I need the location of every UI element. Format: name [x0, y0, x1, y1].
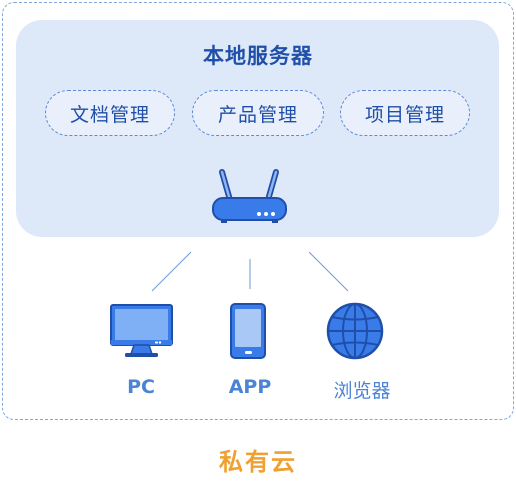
globe-icon — [326, 302, 384, 360]
server-title: 本地服务器 — [203, 44, 313, 68]
connector-line-pc — [151, 251, 192, 292]
module-project-management: 项目管理 — [340, 90, 470, 136]
device-label-pc: PC — [127, 376, 155, 398]
private-cloud-title: 私有云 — [219, 448, 297, 476]
phone-icon — [230, 303, 266, 359]
module-document-management: 文档管理 — [45, 90, 175, 136]
module-product-management: 产品管理 — [192, 90, 324, 136]
connector-line-browser — [308, 251, 349, 292]
device-label-app: APP — [228, 376, 272, 398]
monitor-icon — [110, 304, 173, 357]
device-label-browser: 浏览器 — [333, 380, 391, 402]
router-icon — [212, 169, 287, 223]
private-cloud-boundary — [2, 2, 514, 420]
